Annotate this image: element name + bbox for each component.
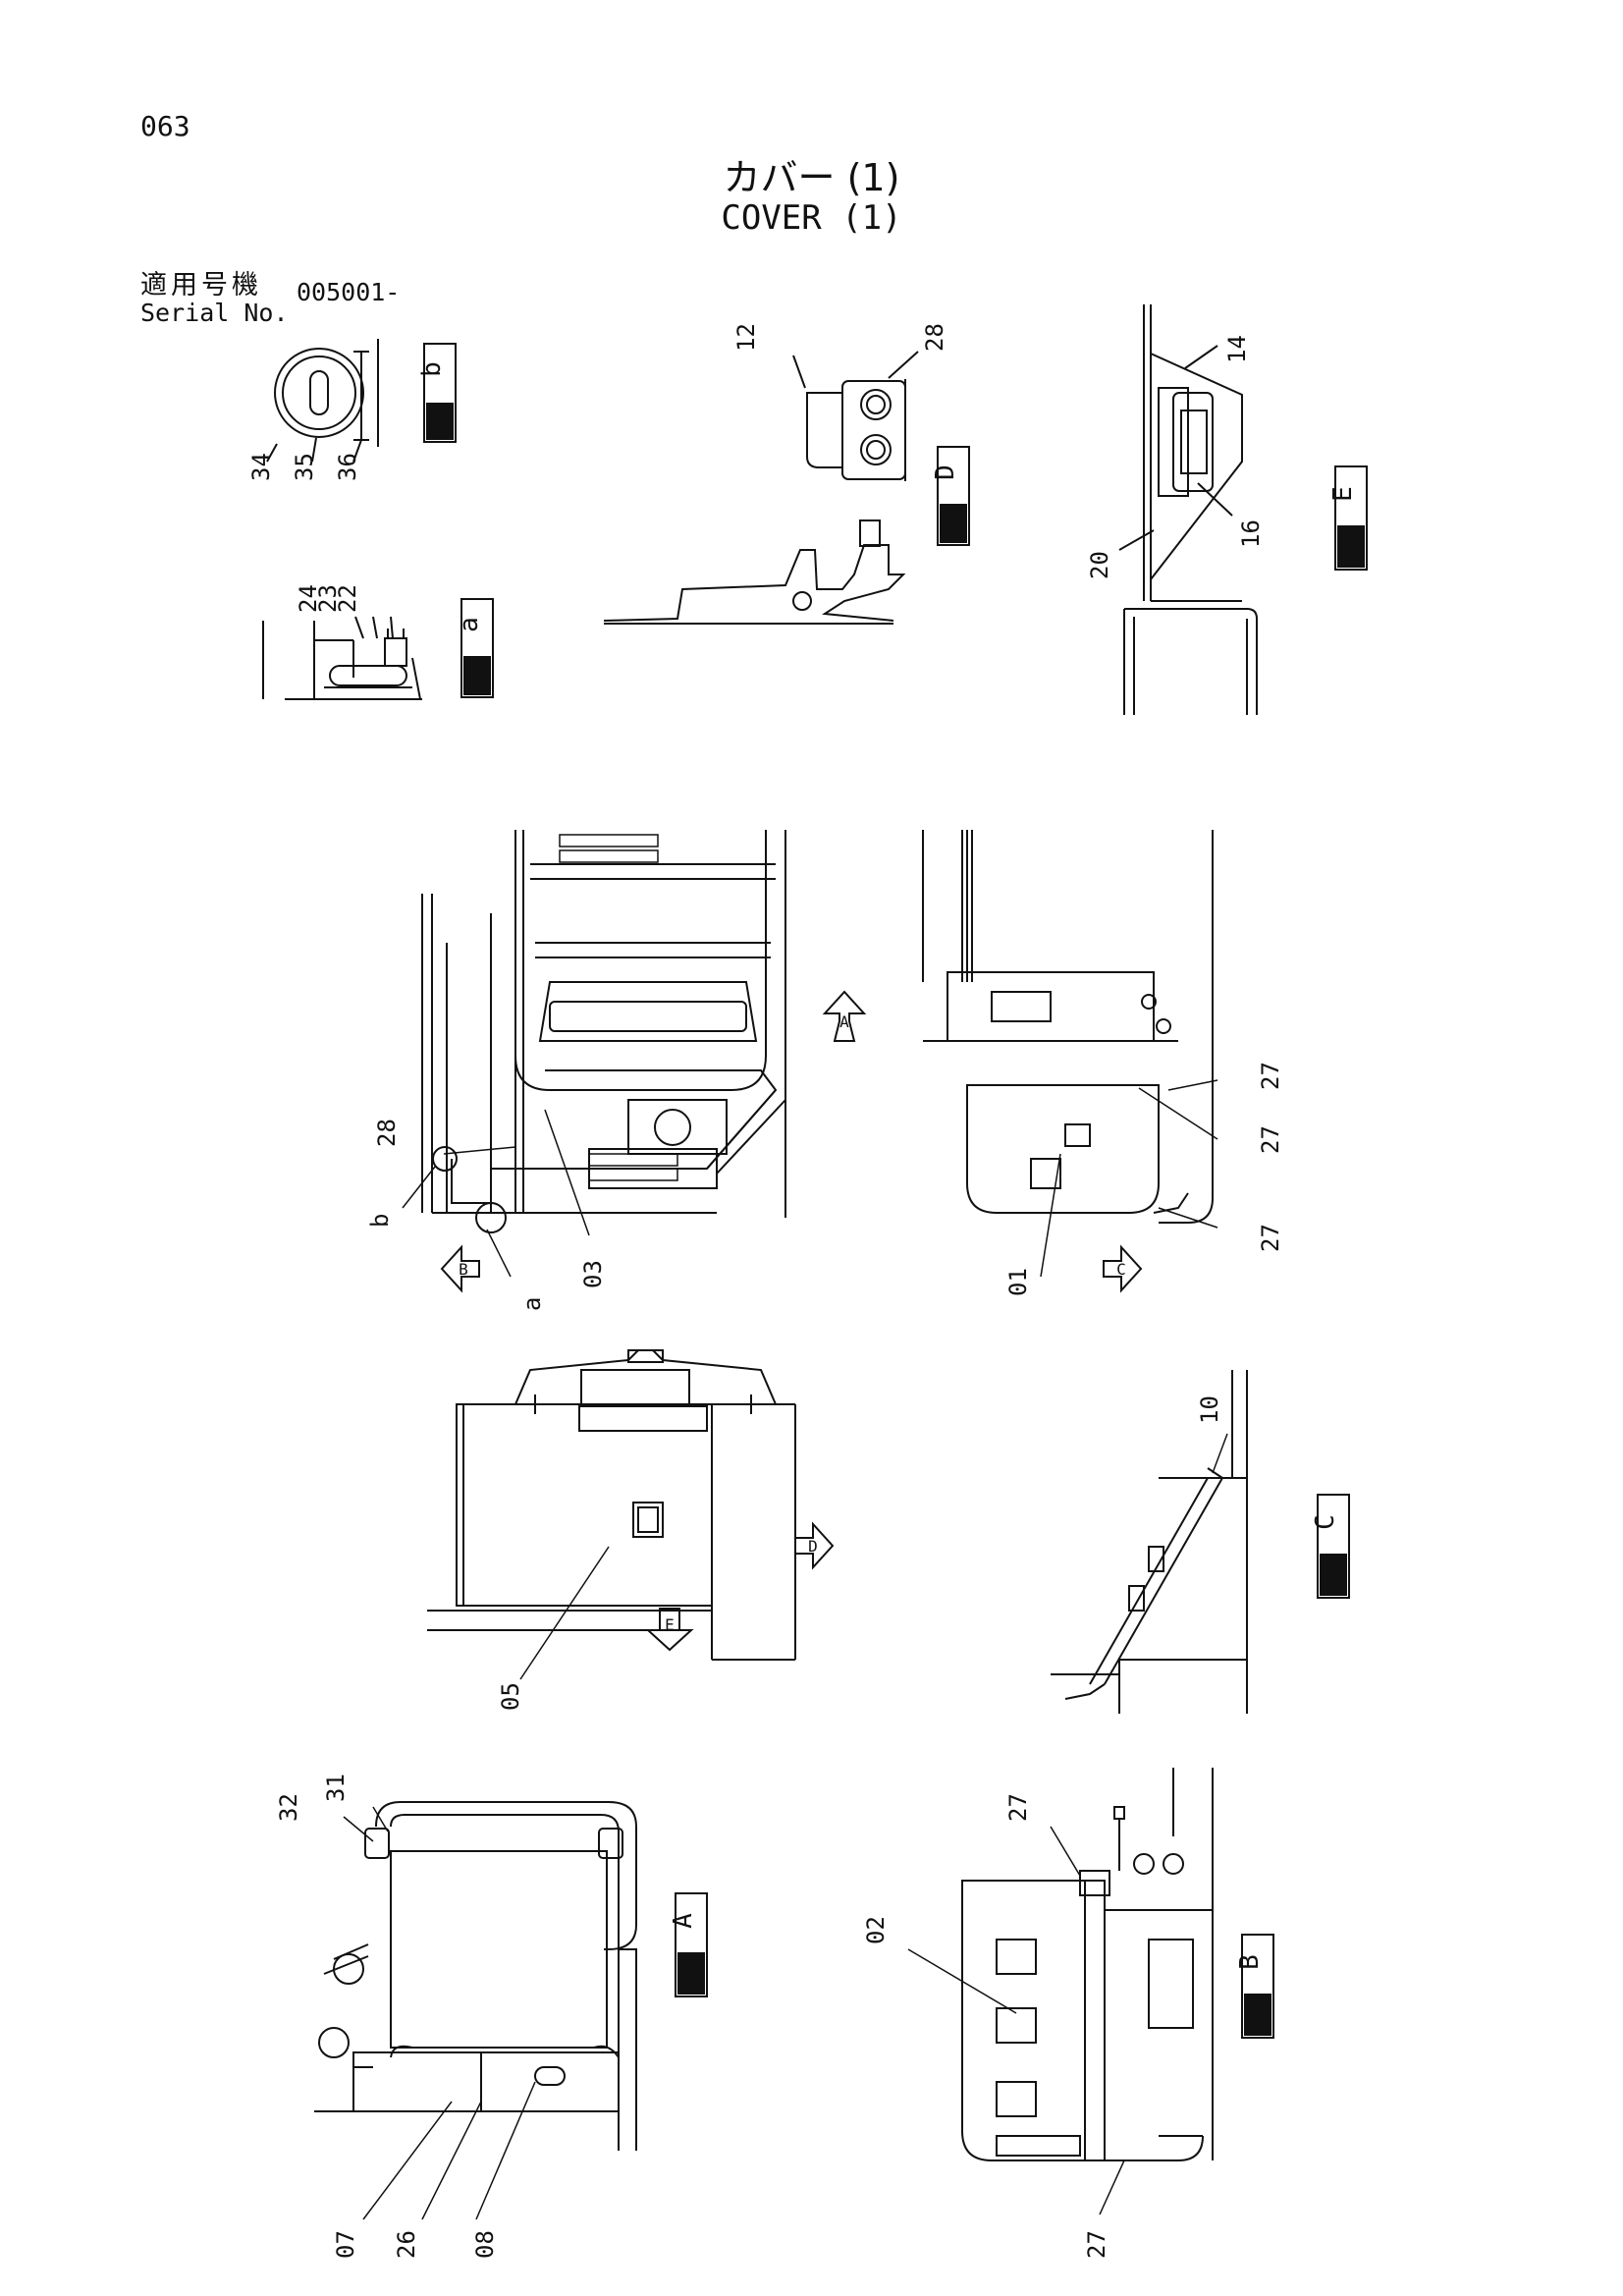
callout-03: 03 [579, 1260, 607, 1288]
callouts: 34 35 36 24 23 22 12 28 14 16 20 28 b a … [247, 323, 1284, 2259]
section-d-view [603, 351, 919, 625]
callout-a: a [518, 1297, 546, 1311]
arrow-letters: A B C D E [459, 1012, 1126, 1634]
view-arrows [440, 990, 1143, 1652]
callout-02: 02 [862, 1916, 890, 1944]
section-c-view [1051, 1370, 1248, 1714]
page-number: 063 [140, 110, 190, 142]
callout-10: 10 [1196, 1395, 1223, 1424]
callout-26: 26 [393, 2230, 420, 2259]
callout-23: 23 [314, 584, 342, 613]
serial-number-value: 005001- [297, 278, 401, 306]
callout-14: 14 [1223, 335, 1251, 363]
callout-20: 20 [1086, 551, 1113, 579]
callout-01: 01 [1004, 1268, 1032, 1296]
callout-27-a: 27 [1257, 1062, 1284, 1090]
callout-28-mid: 28 [373, 1119, 401, 1147]
section-e-view [1118, 304, 1258, 715]
title-japanese: カバー (1) [723, 156, 900, 199]
section-c-tag: C [1311, 1494, 1350, 1599]
svg-text:B: B [1235, 1954, 1265, 1970]
callout-05: 05 [497, 1682, 524, 1711]
callout-27-b: 27 [1257, 1125, 1284, 1154]
svg-text:a: a [455, 617, 484, 632]
callout-24: 24 [295, 584, 322, 613]
callout-27-c: 27 [1257, 1224, 1284, 1252]
detail-b-tag: b [417, 343, 457, 443]
callout-07: 07 [332, 2230, 359, 2259]
svg-text:B: B [459, 1260, 468, 1279]
section-e-tag: E [1328, 465, 1368, 571]
section-a-tag: A [669, 1892, 708, 1997]
callout-36: 36 [334, 453, 361, 481]
callout-b: b [366, 1214, 394, 1228]
leader-lines [343, 1079, 1228, 2220]
svg-text:A: A [669, 1913, 698, 1929]
section-a-view [314, 1801, 637, 2151]
detail-a-tag: a [455, 598, 494, 698]
callout-34: 34 [247, 453, 275, 481]
callout-08: 08 [471, 2230, 499, 2259]
section-b-tag: B [1235, 1934, 1274, 2039]
section-b-view [961, 1768, 1214, 2161]
svg-text:E: E [665, 1615, 675, 1634]
callout-22: 22 [334, 584, 361, 613]
callout-32: 32 [275, 1793, 302, 1822]
svg-text:A: A [839, 1012, 849, 1031]
callout-27-d: 27 [1004, 1793, 1032, 1822]
svg-text:C: C [1311, 1514, 1340, 1530]
view-tags: b a D E C A B [417, 343, 1368, 2039]
callout-27-e: 27 [1083, 2230, 1110, 2259]
title-english: COVER (1) [721, 198, 902, 238]
cover-05-view [427, 1349, 796, 1661]
main-side-view [922, 830, 1214, 1224]
detail-a-view [262, 616, 422, 700]
svg-text:b: b [417, 361, 447, 377]
svg-text:D: D [808, 1537, 818, 1556]
svg-text:C: C [1116, 1260, 1126, 1279]
svg-text:D: D [931, 465, 960, 480]
callout-12: 12 [732, 323, 760, 352]
svg-text:E: E [1328, 486, 1358, 502]
detail-b-view [266, 339, 379, 463]
section-d-tag: D [931, 446, 970, 546]
main-top-view [421, 830, 786, 1233]
callout-28-top: 28 [921, 323, 948, 352]
serial-label-japanese: 適用号機 [140, 270, 262, 301]
callout-16: 16 [1237, 519, 1265, 548]
serial-label-english: Serial No. [140, 299, 289, 327]
callout-31: 31 [322, 1774, 350, 1802]
callout-35: 35 [291, 453, 318, 481]
